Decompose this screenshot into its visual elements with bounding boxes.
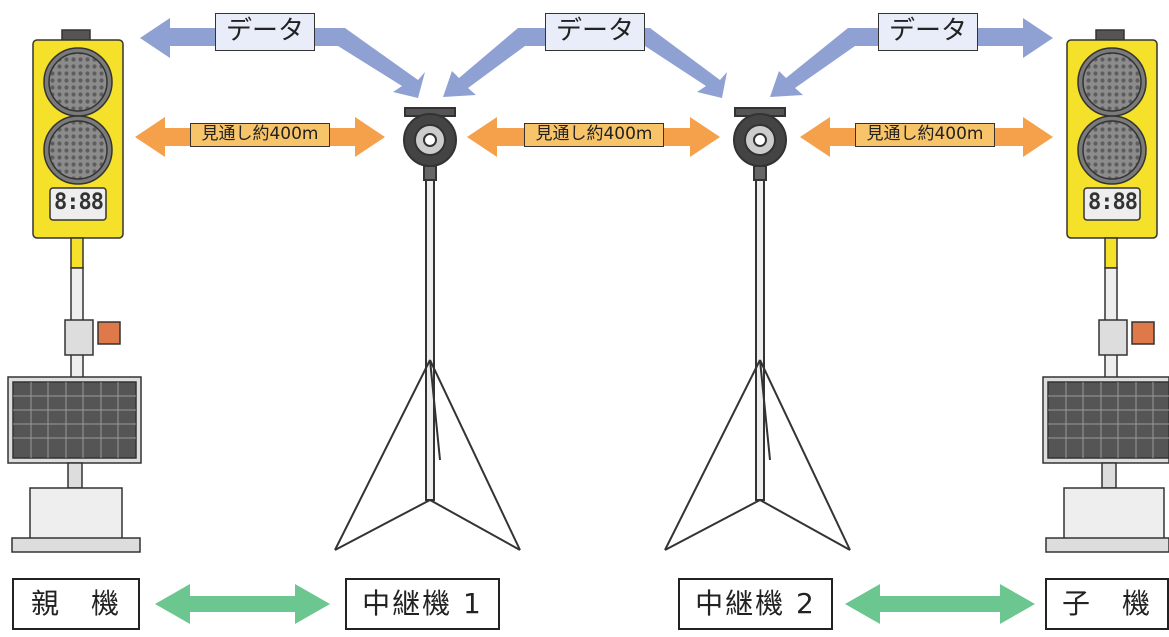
slave-label: 子 機: [1045, 578, 1169, 630]
data-arrows: [140, 18, 1053, 98]
data-arrow-master-relay1: [140, 18, 425, 98]
data-label-1: データ: [215, 13, 315, 51]
relay1-label: 中継機 1: [345, 578, 500, 630]
data-arrow-relay1-relay2: [443, 28, 727, 98]
range-label-2: 見通し約400m: [524, 123, 664, 147]
slave-signal-unit: [1042, 29, 1169, 553]
data-arrow-relay2-slave: [770, 18, 1053, 97]
master-solar-grid: [13, 382, 136, 458]
master-timer-display: 8:88: [54, 190, 104, 215]
range-label-1: 見通し約400m: [190, 123, 330, 147]
link-arrow-left: [155, 584, 330, 624]
data-label-3: データ: [878, 13, 978, 51]
data-label-2: データ: [545, 13, 645, 51]
link-arrows: [155, 584, 1035, 624]
link-arrow-right: [845, 584, 1035, 624]
relay2-tripod: [664, 107, 851, 551]
relay2-label: 中継機 2: [678, 578, 833, 630]
relay1-tripod: [334, 107, 521, 551]
slave-timer-display: 8:88: [1088, 190, 1138, 215]
slave-solar-grid: [1048, 382, 1169, 458]
master-signal-unit: [7, 29, 142, 553]
master-label: 親 機: [12, 578, 140, 630]
range-label-3: 見通し約400m: [855, 123, 995, 147]
